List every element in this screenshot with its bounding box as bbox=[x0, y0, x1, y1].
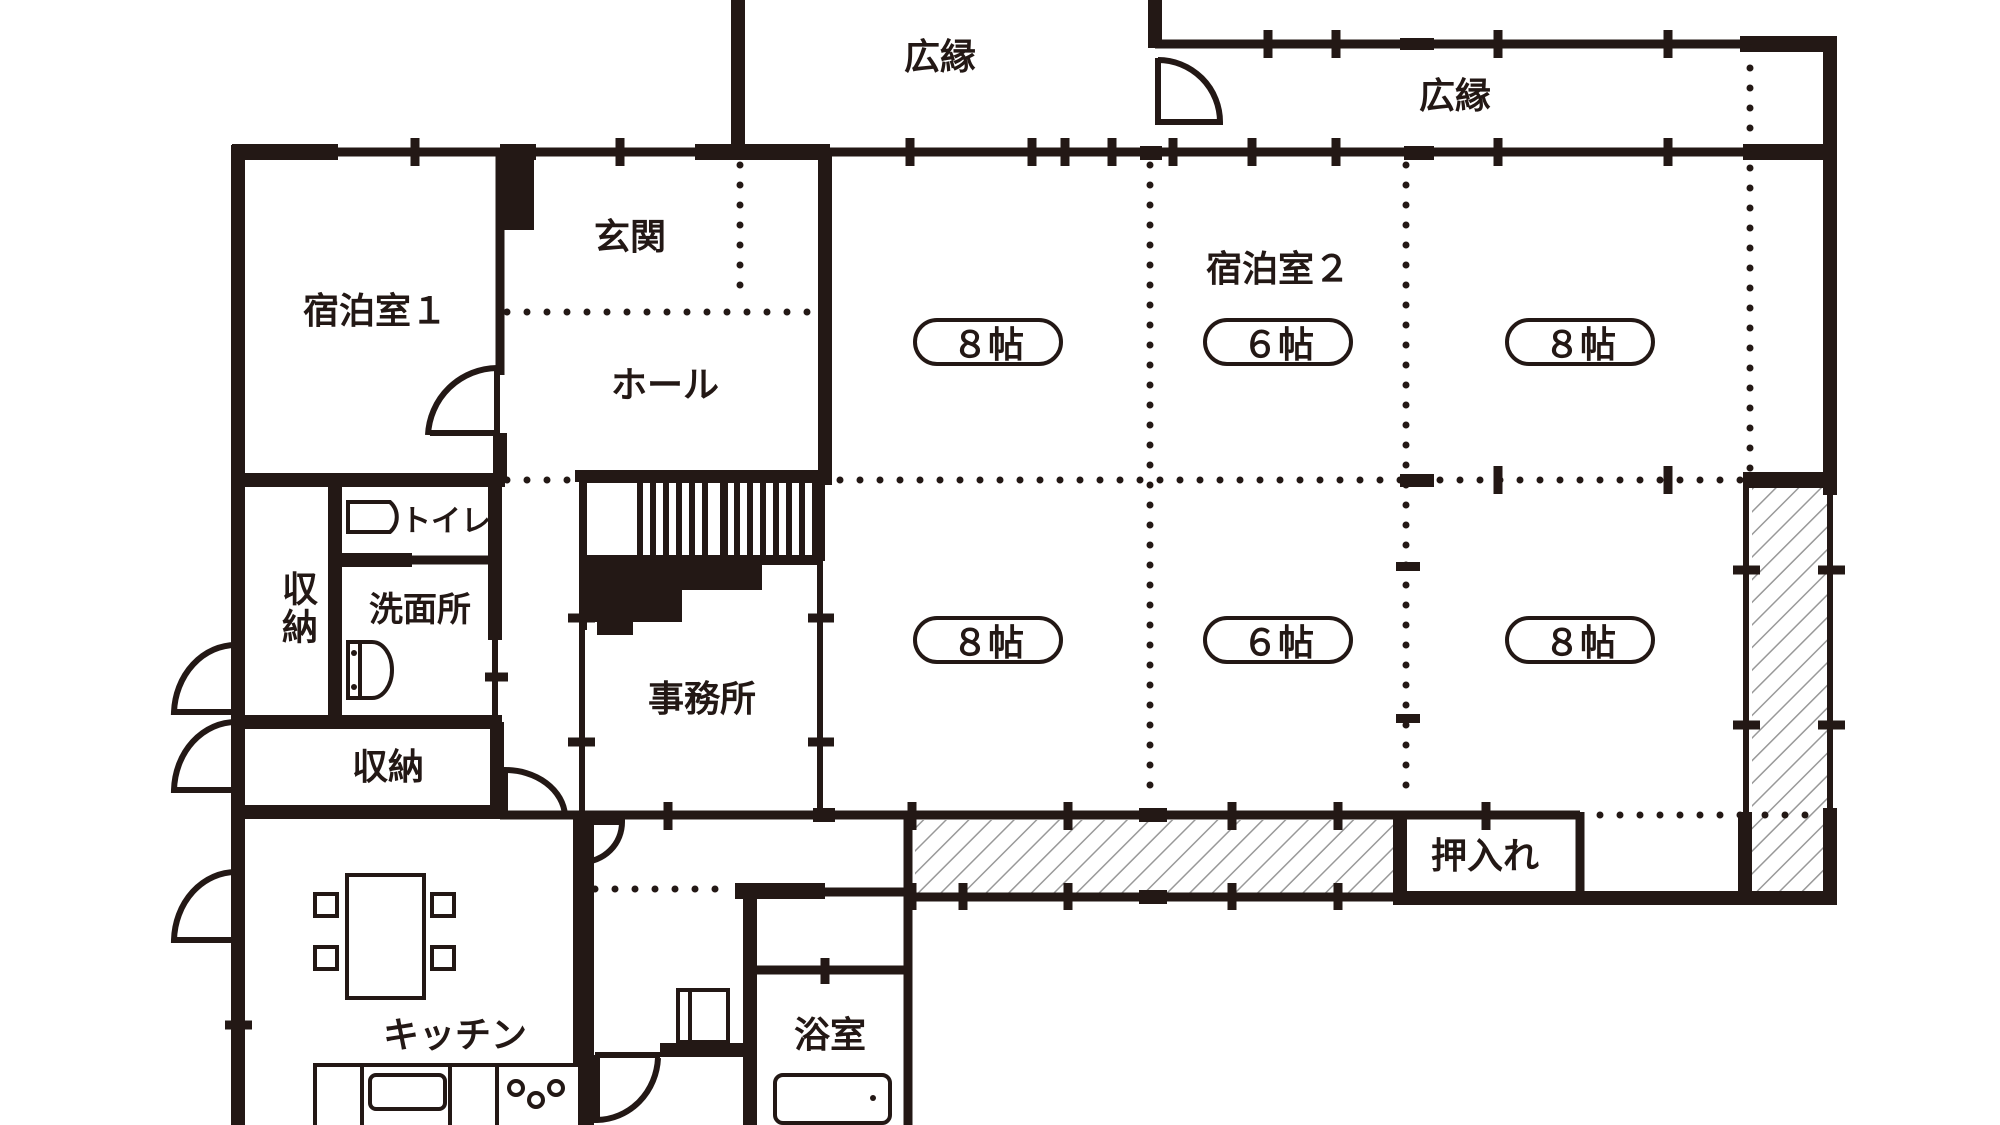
stove-burner-icon bbox=[527, 1091, 545, 1109]
door-storage-left bbox=[170, 641, 237, 793]
washing-machine-icon bbox=[676, 988, 730, 1044]
kitchen-counter bbox=[313, 1063, 582, 1125]
tatami-size-badge: ８帖 bbox=[913, 318, 1063, 366]
label-guest-room-1: 宿泊室１ bbox=[302, 291, 448, 332]
label-storage-horizontal: 収納 bbox=[351, 747, 425, 788]
wall-group-bottom-main bbox=[500, 802, 1829, 1125]
chair bbox=[313, 892, 339, 918]
wall-group-closet bbox=[1400, 485, 1845, 905]
label-storage-vertical: 収納 bbox=[276, 570, 317, 646]
label-toilet: トイレ bbox=[401, 504, 491, 539]
tatami-size-badge: ８帖 bbox=[913, 616, 1063, 664]
label-closet: 押入れ bbox=[1430, 836, 1540, 877]
label-washroom: 洗面所 bbox=[369, 590, 471, 630]
hatched-corridor-right bbox=[1752, 485, 1830, 895]
label-hiroen-top: 広縁 bbox=[903, 37, 977, 78]
hatched-corridor-bottom bbox=[915, 820, 1400, 895]
wall-group-bath bbox=[580, 815, 905, 1125]
label-bathroom: 浴室 bbox=[793, 1015, 867, 1056]
wall-group-hiroen-right bbox=[1155, 30, 1837, 495]
label-office: 事務所 bbox=[647, 679, 757, 720]
tatami-size-badge: ６帖 bbox=[1203, 616, 1353, 664]
wall-group-top-main bbox=[232, 138, 1835, 166]
wall-group-office bbox=[568, 480, 834, 815]
chair bbox=[313, 945, 339, 971]
staircase bbox=[575, 470, 825, 635]
stove-burner-icon bbox=[547, 1079, 565, 1097]
toilet-fixture-icon bbox=[346, 500, 399, 534]
label-entrance: 玄関 bbox=[593, 217, 667, 258]
wall-group-utility bbox=[238, 478, 508, 819]
chair bbox=[430, 945, 456, 971]
wall-group-guest-room-1 bbox=[231, 145, 534, 1125]
sink-icon bbox=[368, 1073, 447, 1111]
dining-table bbox=[345, 873, 426, 1000]
label-hall: ホール bbox=[610, 365, 720, 406]
tatami-size-badge: ８帖 bbox=[1505, 318, 1655, 366]
tatami-size-badge: ６帖 bbox=[1203, 318, 1353, 366]
label-hiroen-right: 広縁 bbox=[1418, 76, 1492, 117]
bathtub-icon bbox=[773, 1073, 892, 1125]
chair bbox=[430, 892, 456, 918]
label-kitchen: キッチン bbox=[382, 1015, 528, 1056]
label-guest-room-2: 宿泊室２ bbox=[1205, 249, 1351, 290]
tatami-size-badge: ８帖 bbox=[1505, 616, 1655, 664]
stove-burner-icon bbox=[507, 1079, 525, 1097]
